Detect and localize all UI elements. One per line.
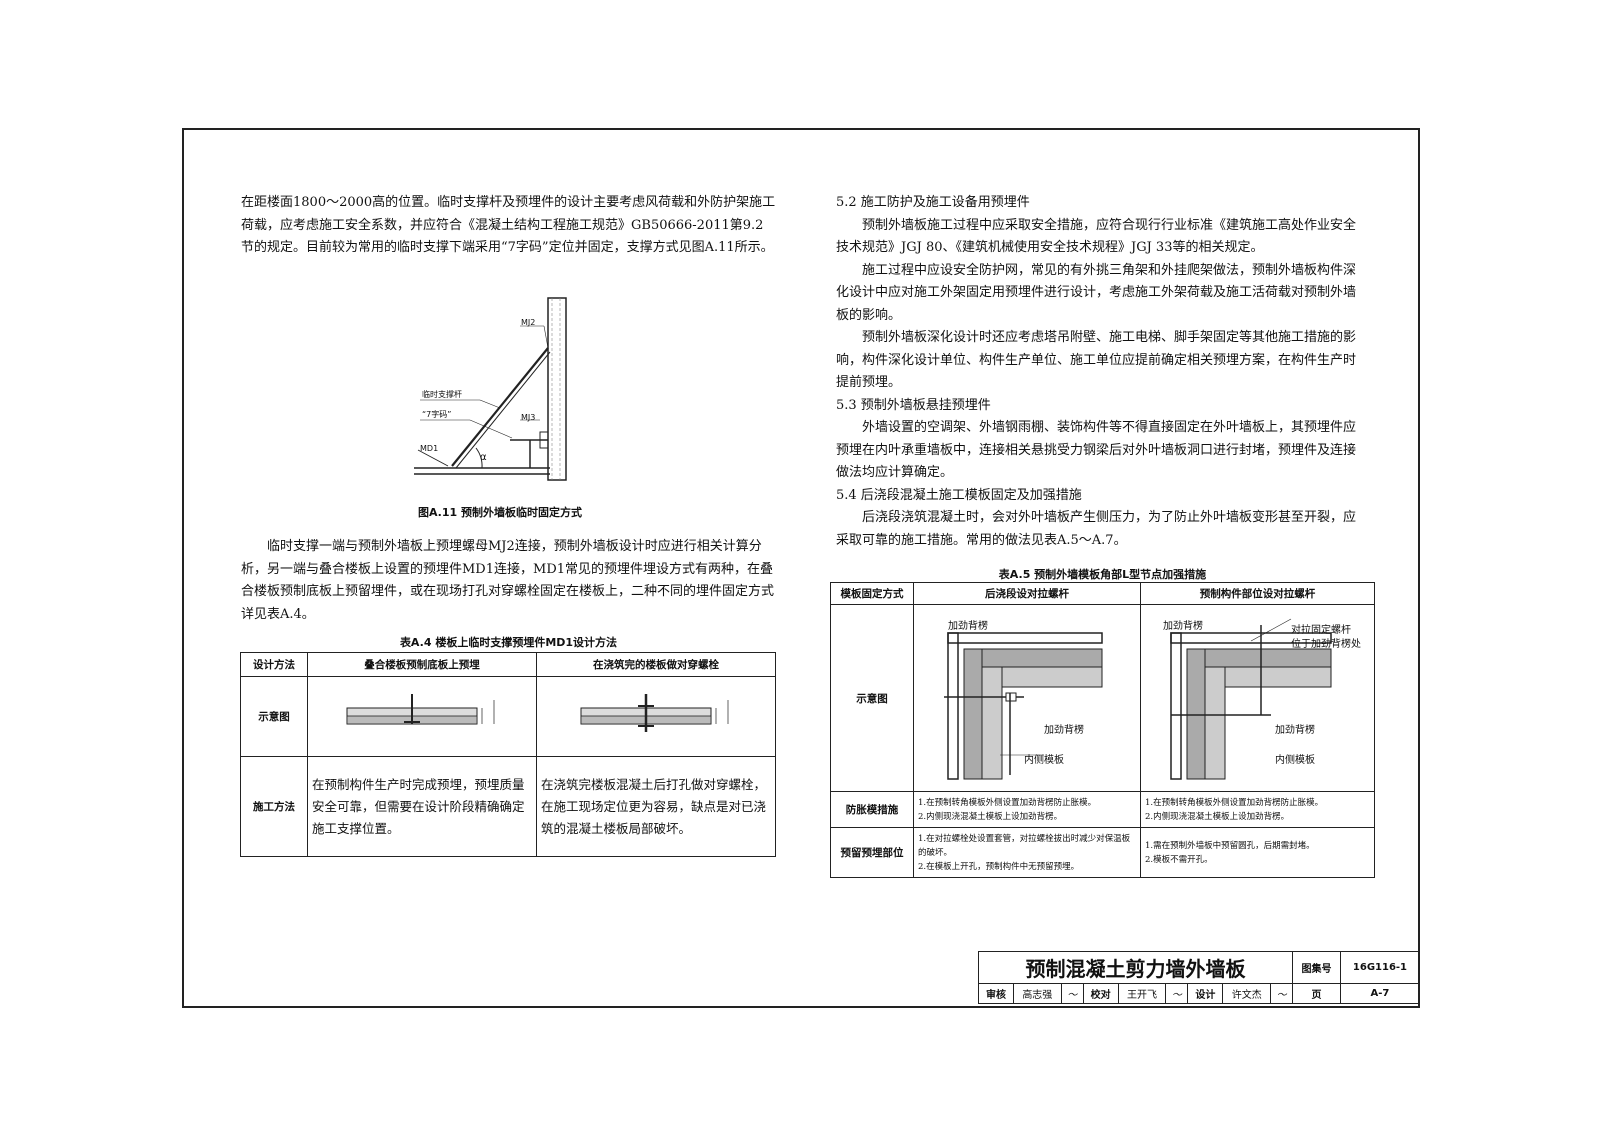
- right-column: 5.2 施工防护及施工设备用预埋件 预制外墙板施工过程中应采取安全措施，应符合现…: [836, 192, 1366, 552]
- title-block-atlas-label: 图集号: [1292, 951, 1341, 984]
- section-5-4-heading: 5.4 后浇段混凝土施工模板固定及加强措施: [836, 487, 1082, 503]
- table-a5-header-col2: 预制构件部位设对拉螺杆: [1140, 582, 1375, 605]
- title-block-review-label: 审核: [978, 983, 1014, 1004]
- table-a4-diagram-bolt: [536, 676, 776, 757]
- drawing-frame: [182, 128, 1420, 1008]
- left-paragraph-1: 在距楼面1800～2000高的位置。临时支撑杆及预埋件的设计主要考虑风荷载和外防…: [241, 195, 776, 255]
- table-a4: 设计方法 叠合楼板预制底板上预埋 在浇筑完的楼板做对穿螺栓 示意图: [240, 652, 776, 857]
- title-block-checker: 王开飞: [1117, 983, 1167, 1004]
- title-block-atlas-no: 16G116-1: [1339, 951, 1421, 984]
- label-alpha: α: [480, 452, 487, 463]
- right-paragraph-1: 预制外墙板施工过程中应采取安全措施，应符合现行行业标准《建筑施工高处作业安全技术…: [836, 217, 1357, 256]
- left-column: 在距楼面1800～2000高的位置。临时支撑杆及预埋件的设计主要考虑风荷载和外防…: [241, 192, 776, 260]
- table-a4-header-col2: 在浇筑完的楼板做对穿螺栓: [536, 652, 776, 677]
- title-block-designer: 许文杰: [1222, 983, 1272, 1004]
- table-a5-diagram-2: 加劲背楞 对拉固定螺杆 位于加劲背楞处 加劲背楞 内侧模板: [1140, 604, 1375, 792]
- table-a4-row-diagram-label: 示意图: [240, 676, 308, 757]
- table-a5-reserved-col1: 1.在对拉螺栓处设置套管，对拉螺栓拔出时减少对保温板的破坏。 2.在模板上开孔，…: [913, 827, 1141, 878]
- a5-fig1-label-b: 加劲背楞: [1044, 725, 1084, 736]
- section-5-3-heading: 5.3 预制外墙板悬挂预埋件: [836, 397, 991, 413]
- a5-fig2-label-c: 位于加劲背楞处: [1291, 639, 1361, 650]
- figure-a11: [414, 297, 567, 481]
- table-a5-antiswell-col1: 1.在预制转角模板外侧设置加劲背楞防止胀模。 2.内侧现浇混凝土模板上设加劲背楞…: [913, 791, 1141, 828]
- title-block-title: 预制混凝土剪力墙外墙板: [977, 951, 1294, 984]
- table-a4-method-col1: 在预制构件生产时完成预埋，预埋质量安全可靠，但需要在设计阶段精确确定施工支撑位置…: [307, 756, 537, 857]
- title-block-checker-signature: 〜: [1165, 983, 1189, 1004]
- table-a4-method-col2: 在浇筑完楼板混凝土后打孔做对穿螺栓，在施工现场定位更为容易，缺点是对已浇筑的混凝…: [536, 756, 776, 857]
- table-a5-row-diagram-label: 示意图: [830, 604, 914, 792]
- title-block-check-label: 校对: [1082, 983, 1119, 1004]
- table-a5-header-method: 模板固定方式: [830, 582, 914, 605]
- table-a5-header-col1: 后浇段设对拉螺杆: [913, 582, 1141, 605]
- table-a5: 模板固定方式 后浇段设对拉螺杆 预制构件部位设对拉螺杆 示意图 加劲背楞 加劲背…: [830, 582, 1375, 878]
- table-a5-diagram-1: 加劲背楞 加劲背楞 内侧模板: [913, 604, 1141, 792]
- title-block-design-label: 设计: [1187, 983, 1224, 1004]
- title-block: 预制混凝土剪力墙外墙板 图集号 16G116-1 审核 高志强 〜 校对 王开飞…: [977, 951, 1421, 1004]
- a5-fig2-label-b: 对拉固定螺杆: [1291, 625, 1351, 636]
- left-column-2: 临时支撑一端与预制外墙板上预埋螺母MJ2连接，预制外墙板设计时应进行相关计算分析…: [241, 536, 776, 626]
- a5-fig1-label-a: 加劲背楞: [948, 621, 988, 632]
- table-a4-header-col1: 叠合楼板预制底板上预埋: [307, 652, 537, 677]
- label-md1: MD1: [420, 444, 439, 453]
- table-a5-row-reserved-label: 预留预埋部位: [830, 827, 914, 878]
- title-block-reviewer-signature: 〜: [1060, 983, 1084, 1004]
- table-a5-row-antiswell-label: 防胀模措施: [830, 791, 914, 828]
- label-seven-code: “7字码”: [422, 410, 452, 419]
- left-paragraph-2: 临时支撑一端与预制外墙板上预埋螺母MJ2连接，预制外墙板设计时应进行相关计算分析…: [241, 539, 775, 622]
- right-paragraph-3: 预制外墙板深化设计时还应考虑塔吊附壁、施工电梯、脚手架固定等其他施工措施的影响，…: [836, 330, 1357, 390]
- right-paragraph-2: 施工过程中应设安全防护网，常见的有外挑三角架和外挂爬架做法，预制外墙板构件深化设…: [836, 262, 1357, 323]
- right-paragraph-4: 外墙设置的空调架、外墙钢雨棚、装饰构件等不得直接固定在外叶墙板上，其预埋件应预埋…: [836, 420, 1357, 480]
- table-a5-reserved-col2: 1.需在预制外墙板中预留圆孔，后期需封堵。 2.模板不需开孔。: [1140, 827, 1375, 878]
- table-a4-caption: 表A.4 楼板上临时支撑预埋件MD1设计方法: [399, 636, 618, 649]
- table-a5-antiswell-col2: 1.在预制转角模板外侧设置加劲背楞防止胀模。 2.内侧现浇混凝土模板上设加劲背楞…: [1140, 791, 1375, 828]
- label-brace: 临时支撑杆: [422, 390, 462, 399]
- title-block-reviewer: 高志强: [1012, 983, 1062, 1004]
- table-a4-header-method: 设计方法: [240, 652, 308, 677]
- table-a5-caption: 表A.5 预制外墙模板角部L型节点加强措施: [998, 568, 1207, 581]
- table-a4-row-method-label: 施工方法: [240, 756, 308, 857]
- title-block-designer-signature: 〜: [1270, 983, 1294, 1004]
- table-a4-diagram-embedded: [307, 676, 537, 757]
- a5-fig2-label-e: 内侧模板: [1275, 755, 1315, 766]
- label-mj3: MJ3: [521, 413, 536, 422]
- a5-fig2-label-d: 加劲背楞: [1275, 725, 1315, 736]
- a5-fig2-label-a: 加劲背楞: [1163, 621, 1203, 632]
- a5-fig1-label-c: 内侧模板: [1024, 755, 1064, 766]
- label-mj2: MJ2: [521, 318, 536, 327]
- title-block-page-label: 页: [1292, 983, 1341, 1004]
- figure-a11-caption: 图A.11 预制外墙板临时固定方式: [417, 506, 583, 519]
- right-paragraph-5: 后浇段浇筑混凝土时，会对外叶墙板产生侧压力，为了防止外叶墙板变形甚至开裂，应采取…: [836, 510, 1357, 548]
- section-5-2-heading: 5.2 施工防护及施工设备用预埋件: [836, 195, 1030, 210]
- title-block-page-no: A-7: [1339, 983, 1421, 1004]
